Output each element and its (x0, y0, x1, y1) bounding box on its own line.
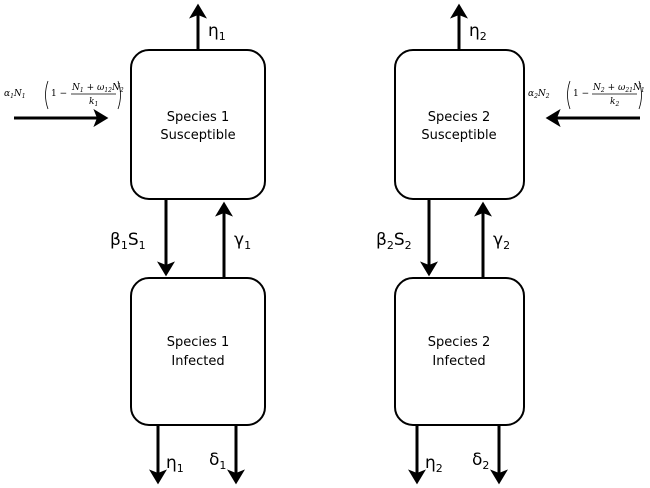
species2-numerator: N2 + ω21N1 (592, 83, 645, 94)
species1-recovery-label: γ1 (234, 230, 251, 252)
species1-susceptible-line1: Species 1 (167, 110, 229, 125)
species1-eta-bottom-sub: 1 (177, 462, 184, 475)
species2-alpha: α (528, 89, 534, 99)
species1-num-n-sub: 1 (80, 87, 84, 94)
species2-eta-bottom-symbol: η (425, 453, 436, 473)
species1-s-symbol: S (128, 230, 139, 250)
species2-eta-top-symbol: η (469, 21, 480, 41)
species2-omega: ω (618, 83, 626, 93)
species2-delta-label: δ2 (472, 450, 489, 472)
species2-plus: + (605, 83, 618, 93)
species1-alpha: α (4, 89, 10, 99)
species2-den-k-sub: 2 (614, 101, 619, 108)
species2-num-n2: N (632, 83, 642, 93)
species1-eta-top-label: η1 (208, 21, 226, 43)
species1-susceptible-line2: Susceptible (160, 128, 235, 143)
species1-susceptible-box (130, 49, 266, 200)
species1-eta-bottom-label: η1 (166, 453, 184, 475)
species2-infected-box (394, 277, 525, 426)
species2-omega-sub: 21 (624, 87, 633, 94)
species2-infected-label: Species 2 (428, 335, 490, 350)
species1-numerator: N1 + ω12N2 (71, 83, 124, 94)
species1-birth-prefix: α1N1 (4, 89, 26, 100)
species2-infected-line1: Species 2 (428, 335, 490, 350)
species2-infection-label: β2S2 (376, 230, 412, 252)
species2-birth-formula: α2N2 1 − N2 + ω21N1 k2 (528, 80, 645, 110)
species2-susceptible-label-2: Susceptible (421, 128, 496, 143)
species1-delta-symbol: δ (209, 450, 219, 470)
species2-beta-sub: 2 (387, 239, 394, 252)
species2-s-sub: 2 (405, 239, 412, 252)
species1-num-n2: N (111, 83, 121, 93)
species2-n: N (537, 89, 547, 99)
species1-infection-label: β1S1 (110, 230, 146, 252)
species1-num-n: N (71, 83, 81, 93)
species1-n-sub: 1 (22, 93, 26, 100)
species1-n: N (13, 89, 23, 99)
species1-one-minus: 1 − (51, 89, 67, 99)
species2-num-n: N (592, 83, 602, 93)
species1-plus: + (84, 83, 97, 93)
species1-denominator: k1 (89, 97, 98, 108)
species1-den-k-sub: 1 (94, 101, 98, 108)
species2-eta-top-sub: 2 (480, 30, 487, 43)
species2-one-minus: 1 − (573, 89, 589, 99)
species2-s-symbol: S (394, 230, 405, 250)
species1-eta-top-sub: 1 (219, 30, 226, 43)
species1-susceptible-label-2: Susceptible (160, 128, 235, 143)
species2-num-n-sub: 2 (600, 87, 605, 94)
species2-delta-sub: 2 (482, 459, 489, 472)
species1-omega-sub: 12 (104, 87, 112, 94)
species1-infected-label-2: Infected (171, 354, 224, 369)
species2-infected-label-2: Infected (432, 354, 485, 369)
species2-num-n2-sub: 1 (641, 87, 645, 94)
species2-susceptible-label: Species 2 (428, 110, 490, 125)
species2-delta-symbol: δ (472, 450, 482, 470)
species1-infected-line2: Infected (171, 354, 224, 369)
species1-beta-sub: 1 (121, 239, 128, 252)
species2-susceptible-box (394, 49, 525, 200)
species2-n-sub: 2 (545, 93, 550, 100)
species2-eta-bottom-sub: 2 (436, 462, 443, 475)
species1-eta-top-symbol: η (208, 21, 219, 41)
species1-gamma-symbol: γ (234, 230, 244, 250)
species1-num-n2-sub: 2 (119, 87, 124, 94)
species1-infected-line1: Species 1 (167, 335, 229, 350)
species1-gamma-sub: 1 (244, 239, 251, 252)
species1-delta-sub: 1 (219, 459, 226, 472)
species2-one-minus-text: 1 − (573, 89, 589, 99)
species2-gamma-sub: 2 (503, 239, 510, 252)
species2-recovery-label: γ2 (493, 230, 510, 252)
species1-alpha-sub: 1 (10, 93, 14, 100)
species2-susceptible-line2: Susceptible (421, 128, 496, 143)
species1-den-k: k (89, 97, 94, 107)
species1-s-sub: 1 (139, 239, 146, 252)
species1-paren-right (117, 80, 121, 110)
species1-susceptible-label: Species 1 (167, 110, 229, 125)
species1-delta-label: δ1 (209, 450, 226, 472)
species1-paren-left (45, 80, 49, 110)
species1-birth-formula: α1N1 1 − N1 + ω12N2 k1 (4, 80, 124, 110)
species2-denominator: k2 (610, 97, 619, 108)
species1-infected-box (130, 277, 266, 426)
species1-eta-bottom-symbol: η (166, 453, 177, 473)
species2-paren-right (638, 80, 642, 110)
species1-infected-label: Species 1 (167, 335, 229, 350)
species2-gamma-symbol: γ (493, 230, 503, 250)
species2-susceptible-line1: Species 2 (428, 110, 490, 125)
species2-infected-line2: Infected (432, 354, 485, 369)
species1-one-minus-text: 1 − (51, 89, 67, 99)
species2-den-k: k (610, 97, 615, 107)
species1-beta-symbol: β (110, 230, 121, 250)
species1-omega: ω (97, 83, 105, 93)
species2-eta-top-label: η2 (469, 21, 487, 43)
species2-eta-bottom-label: η2 (425, 453, 443, 475)
species2-beta-symbol: β (376, 230, 387, 250)
species2-alpha-sub: 2 (533, 93, 538, 100)
species2-paren-left (567, 80, 571, 110)
species2-birth-prefix: α2N2 (528, 89, 550, 100)
